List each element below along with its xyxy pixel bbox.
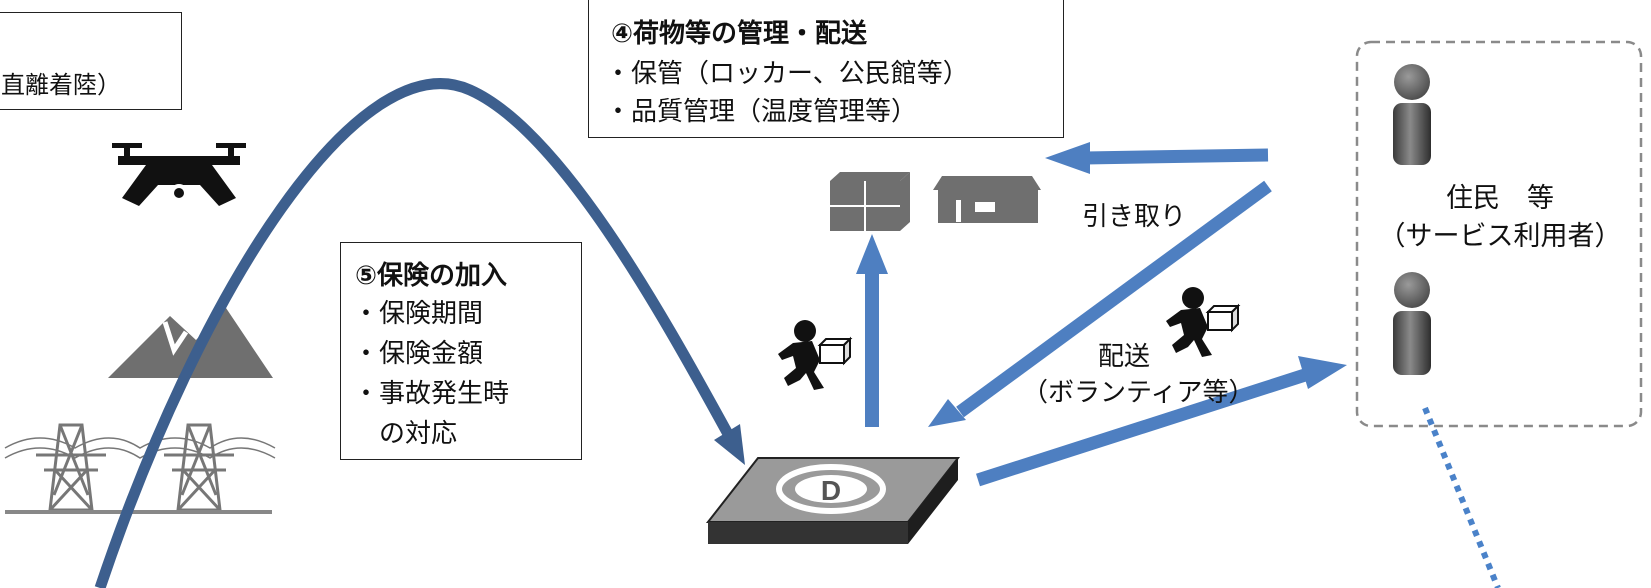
resident-person-icon: [1393, 64, 1431, 165]
arrow-to-storage: [856, 234, 888, 427]
residents-group-border: [1355, 40, 1643, 428]
vertical-landing-text: 直離着陸）: [1, 71, 121, 99]
volunteer-courier-icon: [1166, 287, 1241, 357]
insurance-line-1: ・保険期間: [353, 299, 484, 329]
mountain-icon: [108, 308, 273, 378]
courier-walking-icon: [778, 320, 853, 390]
community-hall-icon: [933, 176, 1041, 223]
storage-management-box: ④荷物等の管理・配送 ・保管（ロッカー、公民館等） ・品質管理（温度管理等）: [588, 0, 1064, 138]
dotted-connector-line: [1422, 406, 1501, 588]
residents-label: 住民 等: [1446, 183, 1554, 214]
arrow-pickup: [1045, 142, 1269, 174]
drone-icon: [112, 143, 246, 206]
storage-line-1: ・保管（ロッカー、公民館等）: [605, 59, 969, 89]
storage-line-2: ・品質管理（温度管理等）: [605, 97, 918, 127]
flight-arc: [94, 78, 745, 588]
delivery-label: 配送: [1098, 342, 1151, 372]
landing-pad: D: [705, 457, 961, 544]
storage-title: ④荷物等の管理・配送: [611, 19, 868, 49]
pickup-label: 引き取り: [1082, 202, 1187, 232]
residents-sub-label: （サービス利用者）: [1378, 221, 1622, 252]
insurance-title: ⑤保険の加入: [355, 261, 508, 291]
locker-icon: [830, 172, 910, 231]
resident-person-icon: [1393, 272, 1431, 375]
power-tower-icon: [4, 423, 276, 514]
insurance-line-3: ・事故発生時: [353, 379, 510, 409]
insurance-line-4: の対応: [353, 419, 458, 449]
insurance-line-2: ・保険金額: [353, 339, 484, 369]
arrow-delivery-to-pad: [928, 180, 1272, 427]
insurance-box: ⑤保険の加入 ・保険期間 ・保険金額 ・事故発生時 の対応: [340, 242, 582, 460]
delivery-sub-label: （ボランティア等）: [1022, 378, 1255, 408]
vertical-landing-box: 直離着陸）: [0, 12, 182, 110]
svg-text:D: D: [821, 475, 841, 506]
arrow-pad-to-residents: [976, 356, 1347, 487]
